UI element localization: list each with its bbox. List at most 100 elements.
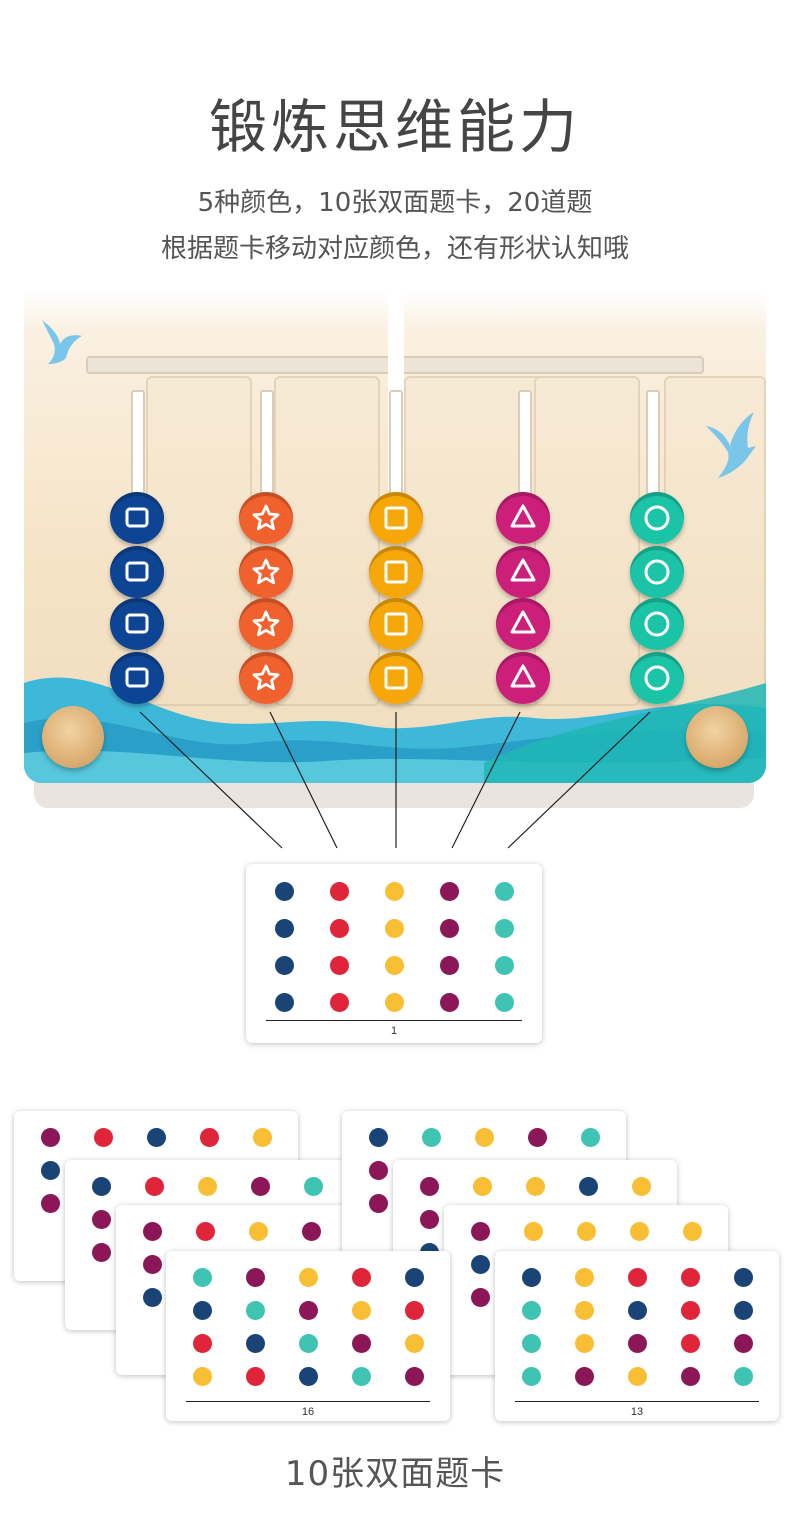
- bead[interactable]: [369, 652, 423, 704]
- color-dot: [299, 1301, 318, 1320]
- color-dot: [385, 882, 404, 901]
- circle-icon: [644, 559, 670, 585]
- color-dot: [275, 993, 294, 1012]
- bead[interactable]: [496, 492, 550, 544]
- color-dot: [352, 1334, 371, 1353]
- circle-icon: [644, 611, 670, 637]
- bead[interactable]: [110, 492, 164, 544]
- bead[interactable]: [630, 546, 684, 598]
- color-dot: [193, 1334, 212, 1353]
- card-divider: [266, 1020, 522, 1021]
- triangle-icon: [510, 610, 536, 634]
- footer-caption: 10张双面题卡: [284, 1454, 506, 1494]
- color-dot: [575, 1268, 594, 1287]
- color-dot: [522, 1367, 541, 1386]
- color-dot: [734, 1268, 753, 1287]
- color-dot: [630, 1222, 649, 1241]
- bead[interactable]: [110, 598, 164, 650]
- bead[interactable]: [239, 492, 293, 544]
- color-dot: [579, 1177, 598, 1196]
- color-dot: [330, 919, 349, 938]
- color-dot: [198, 1177, 217, 1196]
- color-dot: [200, 1128, 219, 1147]
- color-dot: [143, 1222, 162, 1241]
- color-dot: [495, 882, 514, 901]
- color-dot: [249, 1222, 268, 1241]
- color-dot: [528, 1128, 547, 1147]
- bead[interactable]: [369, 492, 423, 544]
- color-dot: [495, 919, 514, 938]
- color-dot: [352, 1367, 371, 1386]
- color-dot: [246, 1334, 265, 1353]
- star-icon: [252, 610, 280, 637]
- color-dot: [471, 1288, 490, 1307]
- bead[interactable]: [496, 652, 550, 704]
- star-icon: [252, 558, 280, 585]
- color-dot: [385, 993, 404, 1012]
- color-dot: [681, 1367, 700, 1386]
- rounded-rectangle-icon: [125, 507, 149, 528]
- color-dot: [471, 1255, 490, 1274]
- color-dot: [575, 1334, 594, 1353]
- color-dot: [575, 1367, 594, 1386]
- color-dot: [330, 882, 349, 901]
- color-dot: [385, 956, 404, 975]
- color-dot: [581, 1128, 600, 1147]
- color-dot: [246, 1367, 265, 1386]
- triangle-icon: [510, 504, 536, 528]
- color-dot: [522, 1334, 541, 1353]
- color-dot: [330, 993, 349, 1012]
- bead[interactable]: [369, 598, 423, 650]
- color-dot: [628, 1334, 647, 1353]
- bead[interactable]: [369, 546, 423, 598]
- rounded-rectangle-icon: [125, 667, 149, 688]
- color-dot: [683, 1222, 702, 1241]
- triangle-icon: [510, 558, 536, 582]
- board-panel: [146, 376, 252, 706]
- bead[interactable]: [110, 546, 164, 598]
- board-panel: [534, 376, 640, 706]
- square-icon: [384, 666, 408, 690]
- bead[interactable]: [496, 546, 550, 598]
- color-dot: [632, 1177, 651, 1196]
- circle-icon: [644, 505, 670, 531]
- color-dot: [522, 1268, 541, 1287]
- color-dot: [628, 1367, 647, 1386]
- color-dot: [495, 956, 514, 975]
- color-dot: [299, 1268, 318, 1287]
- color-dot: [628, 1301, 647, 1320]
- color-dot: [352, 1268, 371, 1287]
- star-icon: [252, 664, 280, 691]
- bead[interactable]: [630, 652, 684, 704]
- color-dot: [734, 1367, 753, 1386]
- color-dot: [369, 1194, 388, 1213]
- bead[interactable]: [496, 598, 550, 650]
- color-dot: [246, 1301, 265, 1320]
- color-dot: [405, 1367, 424, 1386]
- color-dot: [147, 1128, 166, 1147]
- card-divider: [515, 1401, 759, 1402]
- color-dot: [734, 1301, 753, 1320]
- square-icon: [384, 612, 408, 636]
- color-dot: [92, 1177, 111, 1196]
- color-dot: [275, 919, 294, 938]
- bead[interactable]: [239, 546, 293, 598]
- card-number: 1: [390, 1025, 398, 1037]
- color-dot: [302, 1222, 321, 1241]
- bead[interactable]: [239, 598, 293, 650]
- color-dot: [440, 993, 459, 1012]
- color-dot: [299, 1367, 318, 1386]
- color-dot: [405, 1268, 424, 1287]
- color-dot: [405, 1334, 424, 1353]
- color-dot: [628, 1268, 647, 1287]
- bead[interactable]: [110, 652, 164, 704]
- bead[interactable]: [630, 598, 684, 650]
- rounded-rectangle-icon: [125, 613, 149, 634]
- bead[interactable]: [630, 492, 684, 544]
- bead[interactable]: [239, 652, 293, 704]
- page-title: 锻炼思维能力: [208, 93, 581, 161]
- star-icon: [252, 504, 280, 531]
- card-number: 13: [630, 1406, 644, 1418]
- question-card-main: 1: [246, 864, 542, 1043]
- color-dot: [420, 1177, 439, 1196]
